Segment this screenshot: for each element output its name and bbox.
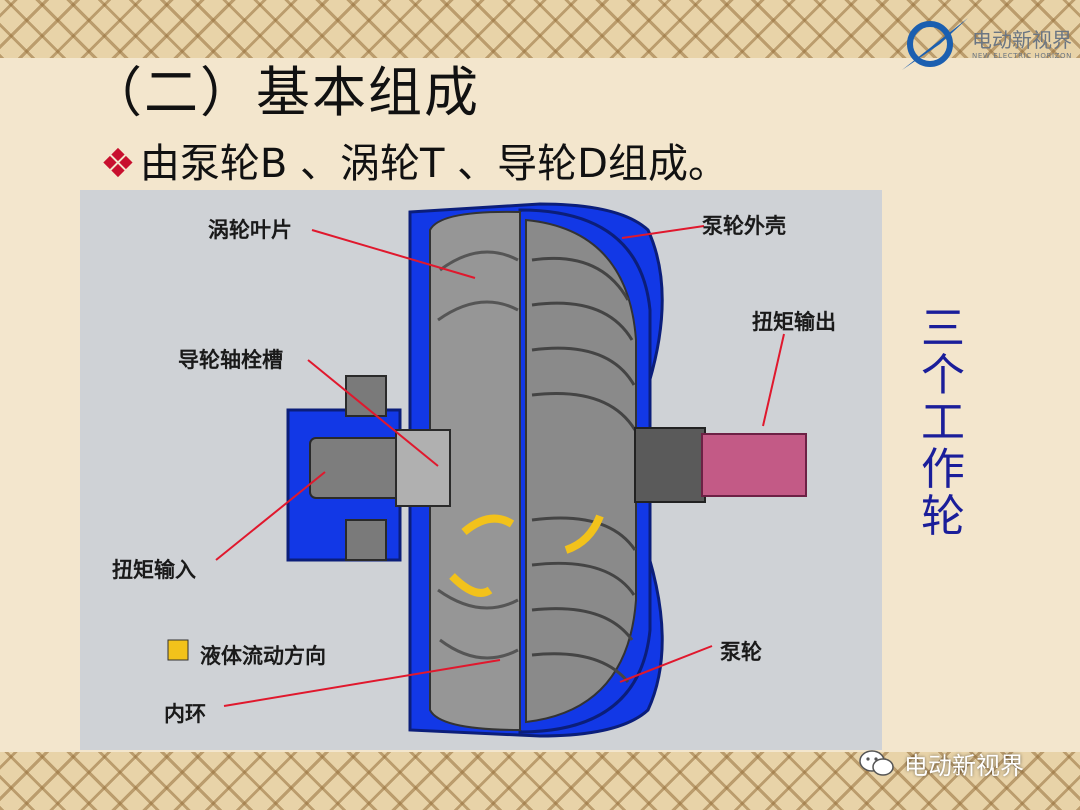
wechat-icon [859,750,894,776]
label-fluid-flow-legend: 液体流动方向 [200,644,326,668]
label-torque-output: 扭矩输出 [752,310,836,334]
bullet-diamond-icon: ❖ [100,141,136,187]
side-char: 个 [921,350,965,402]
torque-converter-illustration [167,202,807,738]
torque-converter-diagram: 涡轮叶片 泵轮外壳 扭矩输出 导轮轴栓槽 扭矩输入 液体流动方向 泵轮 内环 [80,190,882,750]
label-pump: 泵轮 [720,640,762,664]
label-inner-ring: 内环 [164,702,206,726]
side-char: 工 [921,397,965,449]
brand-logo: 电动新视界 NEW ELECTRIC HORIZON [900,14,1076,72]
brand-subtitle: NEW ELECTRIC HORIZON [972,52,1072,60]
brand-logo-icon [902,18,968,70]
side-char: 三 [921,303,965,354]
slide-title: （二）基本组成 [88,61,480,124]
decorative-border-bottom [0,752,1080,810]
watermark: 电动新视界 [858,746,1024,780]
watermark-text: 电动新视界 [904,751,1024,780]
side-char: 作 [921,444,965,496]
brand-name: 电动新视界 [972,28,1072,52]
label-pump-housing: 泵轮外壳 [702,214,786,238]
label-stator-spline: 导轮轴栓槽 [178,348,283,372]
label-turbine-blade: 涡轮叶片 [208,218,292,242]
decorative-border-top [0,0,1080,58]
bullet-point: ❖由泵轮B 、涡轮T 、导轮D组成。 [100,140,728,188]
label-torque-input: 扭矩输入 [112,558,196,582]
bullet-text: 由泵轮B 、涡轮T 、导轮D组成。 [139,141,728,187]
side-annotation: 三 个 工 作 轮 [918,305,968,540]
side-char: 轮 [921,491,965,543]
